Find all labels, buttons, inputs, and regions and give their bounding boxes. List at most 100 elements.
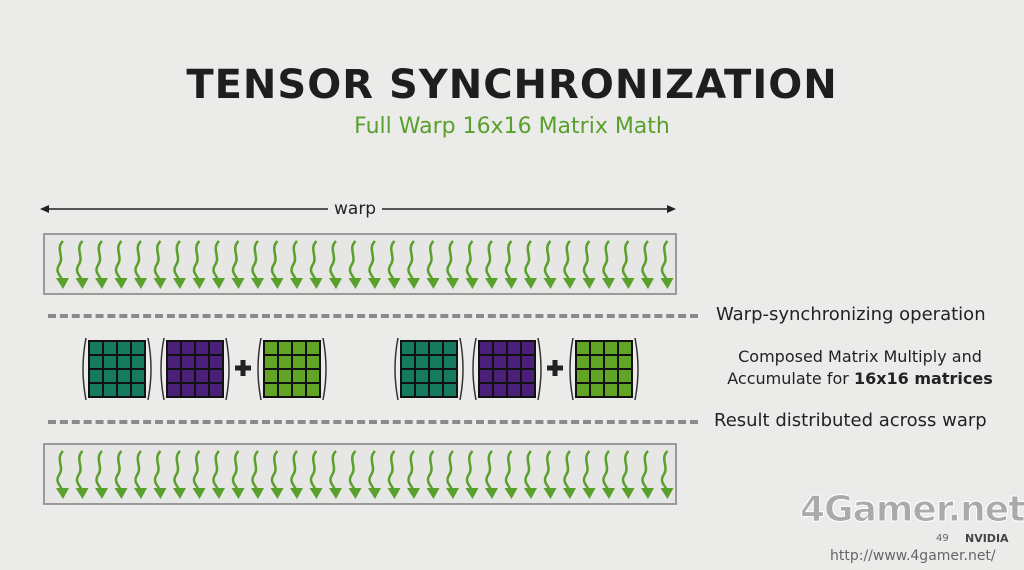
left-paren-icon — [472, 337, 477, 401]
thread-arrow-icon — [348, 240, 362, 289]
thread-arrow-icon — [309, 240, 323, 289]
thread-arrow-icon — [309, 450, 323, 499]
matrix-teal — [88, 340, 146, 398]
thread-arrow-icon — [504, 240, 518, 289]
thread-arrow-icon — [641, 240, 654, 289]
result-label: Result distributed across warp — [714, 410, 987, 431]
thread-arrow-icon — [387, 240, 401, 289]
thread-arrow-icon — [348, 450, 362, 499]
thread-arrow-icon — [270, 240, 284, 289]
thread-arrow-icon — [582, 450, 596, 499]
thread-arrow-icon — [192, 450, 206, 499]
thread-arrow-icon — [368, 450, 381, 499]
thread-arrow-icon — [621, 450, 635, 499]
thread-arrow-icon — [329, 240, 342, 289]
thread-arrow-icon — [134, 240, 147, 289]
matrix-purple — [478, 340, 536, 398]
thread-arrow-icon — [543, 450, 557, 499]
thread-arrow-icon — [173, 450, 186, 499]
plus-icon — [547, 360, 563, 376]
watermark-logo: 4Gamer.net — [799, 489, 1024, 530]
thread-arrow-icon — [543, 240, 557, 289]
thread-arrow-icon — [524, 240, 537, 289]
thread-arrow-icon — [387, 450, 401, 499]
thread-arrow-icon — [504, 450, 518, 499]
page-number: 49 — [936, 533, 949, 544]
thread-arrow-icon — [75, 450, 89, 499]
result-divider — [48, 420, 698, 424]
thread-arrow-icon — [290, 450, 303, 499]
thread-arrow-icon — [465, 240, 479, 289]
thread-arrow-icon — [251, 450, 264, 499]
thread-arrow-icon — [446, 450, 459, 499]
left-paren-icon — [82, 337, 87, 401]
thread-arrow-icon — [173, 240, 186, 289]
thread-arrow-icon — [75, 240, 89, 289]
thread-arrow-icon — [329, 450, 342, 499]
thread-arrow-icon — [231, 450, 245, 499]
slide-subtitle: Full Warp 16x16 Matrix Math — [354, 114, 670, 139]
thread-arrow-icon — [114, 240, 128, 289]
thread-arrow-icon — [270, 450, 284, 499]
thread-arrow-icon — [660, 240, 674, 289]
warp-threads-top — [43, 233, 677, 295]
thread-arrow-icon — [426, 240, 440, 289]
left-paren-icon — [394, 337, 399, 401]
thread-arrow-icon — [582, 240, 596, 289]
thread-arrow-icon — [641, 450, 654, 499]
right-paren-icon — [147, 337, 152, 401]
thread-arrow-icon — [153, 450, 167, 499]
composed-bold: 16x16 matrices — [853, 369, 993, 388]
composed-line-2: Accumulate for — [727, 369, 854, 388]
thread-arrow-icon — [602, 240, 615, 289]
thread-arrow-icon — [290, 240, 303, 289]
slide-title: TENSOR SYNCHRONIZATION — [186, 62, 838, 108]
warp-threads-bottom — [43, 443, 677, 505]
thread-arrow-icon — [524, 450, 537, 499]
thread-arrow-icon — [95, 450, 108, 499]
thread-arrow-icon — [407, 240, 420, 289]
left-paren-icon — [160, 337, 165, 401]
plus-icon — [235, 360, 251, 376]
thread-arrow-icon — [56, 450, 69, 499]
right-paren-icon — [322, 337, 327, 401]
thread-arrow-icon — [621, 240, 635, 289]
thread-arrow-icon — [602, 450, 615, 499]
composed-line-1: Composed Matrix Multiply and — [738, 347, 982, 366]
nvidia-logo: NVIDIA — [965, 532, 1009, 545]
thread-arrow-icon — [134, 450, 147, 499]
matrix-green — [263, 340, 321, 398]
thread-arrow-icon — [446, 240, 459, 289]
thread-arrow-icon — [56, 240, 69, 289]
matrix-green — [575, 340, 633, 398]
thread-arrow-icon — [563, 240, 576, 289]
thread-arrow-icon — [95, 240, 108, 289]
right-paren-icon — [225, 337, 230, 401]
right-paren-icon — [634, 337, 639, 401]
thread-arrow-icon — [212, 240, 225, 289]
left-paren-icon — [257, 337, 262, 401]
thread-arrow-icon — [368, 240, 381, 289]
thread-arrow-icon — [114, 450, 128, 499]
warp-label: warp — [328, 199, 383, 219]
right-paren-icon — [537, 337, 542, 401]
matrix-purple — [166, 340, 224, 398]
thread-arrow-icon — [407, 450, 420, 499]
sync-divider — [48, 314, 698, 318]
thread-arrow-icon — [485, 450, 498, 499]
thread-arrow-icon — [153, 240, 167, 289]
matrix-teal — [400, 340, 458, 398]
thread-arrow-icon — [563, 450, 576, 499]
left-paren-icon — [569, 337, 574, 401]
sync-label: Warp-synchronizing operation — [716, 304, 986, 325]
thread-arrow-icon — [660, 450, 674, 499]
thread-arrow-icon — [465, 450, 479, 499]
thread-arrow-icon — [426, 450, 440, 499]
thread-arrow-icon — [231, 240, 245, 289]
watermark-url: http://www.4gamer.net/ — [830, 548, 996, 564]
thread-arrow-icon — [192, 240, 206, 289]
right-paren-icon — [459, 337, 464, 401]
thread-arrow-icon — [251, 240, 264, 289]
composed-label: Composed Matrix Multiply and Accumulate … — [700, 346, 1020, 390]
thread-arrow-icon — [212, 450, 225, 499]
